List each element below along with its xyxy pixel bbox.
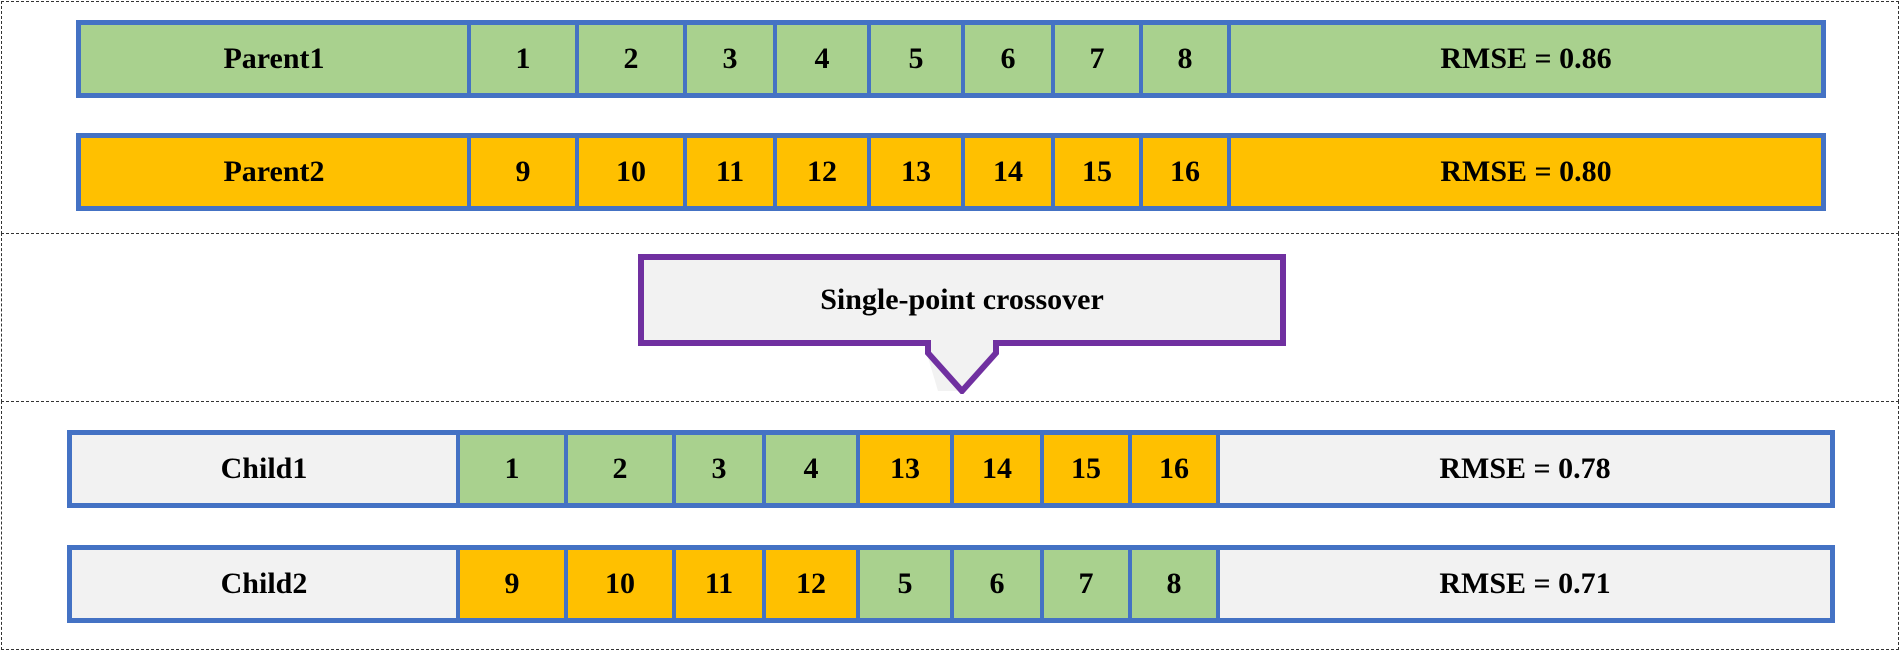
row-label: Parent1 <box>81 25 467 93</box>
gene-cell: 12 <box>777 138 867 206</box>
gene-cell: 14 <box>954 435 1040 503</box>
gene-cell: 11 <box>676 550 762 618</box>
gene-cell: 16 <box>1143 138 1227 206</box>
gene-cell: 10 <box>579 138 683 206</box>
children-section <box>1 401 1899 650</box>
gene-cell: 1 <box>460 435 564 503</box>
rmse-value: RMSE = 0.80 <box>1231 138 1821 206</box>
gene-cell: 9 <box>471 138 575 206</box>
gene-cell: 8 <box>1143 25 1227 93</box>
crossover-label: Single-point crossover <box>820 283 1104 316</box>
gene-cell: 4 <box>766 435 856 503</box>
gene-cell: 5 <box>860 550 950 618</box>
gene-cell: 2 <box>579 25 683 93</box>
gene-cell: 10 <box>568 550 672 618</box>
rmse-value: RMSE = 0.86 <box>1231 25 1821 93</box>
rmse-value: RMSE = 0.71 <box>1220 550 1830 618</box>
gene-cell: 12 <box>766 550 856 618</box>
gene-cell: 13 <box>860 435 950 503</box>
row-label: Child1 <box>72 435 456 503</box>
gene-cell: 9 <box>460 550 564 618</box>
gene-cell: 5 <box>871 25 961 93</box>
gene-cell: 15 <box>1055 138 1139 206</box>
gene-cell: 2 <box>568 435 672 503</box>
crossover-callout: Single-point crossover <box>638 254 1286 394</box>
rmse-value: RMSE = 0.78 <box>1220 435 1830 503</box>
gene-cell: 15 <box>1044 435 1128 503</box>
gene-cell: 7 <box>1044 550 1128 618</box>
gene-cell: 3 <box>687 25 773 93</box>
row-label: Parent2 <box>81 138 467 206</box>
gene-cell: 6 <box>954 550 1040 618</box>
callout-arrow-shape <box>638 254 1286 394</box>
gene-cell: 11 <box>687 138 773 206</box>
gene-cell: 16 <box>1132 435 1216 503</box>
gene-cell: 13 <box>871 138 961 206</box>
gene-cell: 7 <box>1055 25 1139 93</box>
gene-cell: 8 <box>1132 550 1216 618</box>
gene-cell: 4 <box>777 25 867 93</box>
gene-cell: 1 <box>471 25 575 93</box>
gene-cell: 14 <box>965 138 1051 206</box>
row-label: Child2 <box>72 550 456 618</box>
gene-cell: 6 <box>965 25 1051 93</box>
gene-cell: 3 <box>676 435 762 503</box>
